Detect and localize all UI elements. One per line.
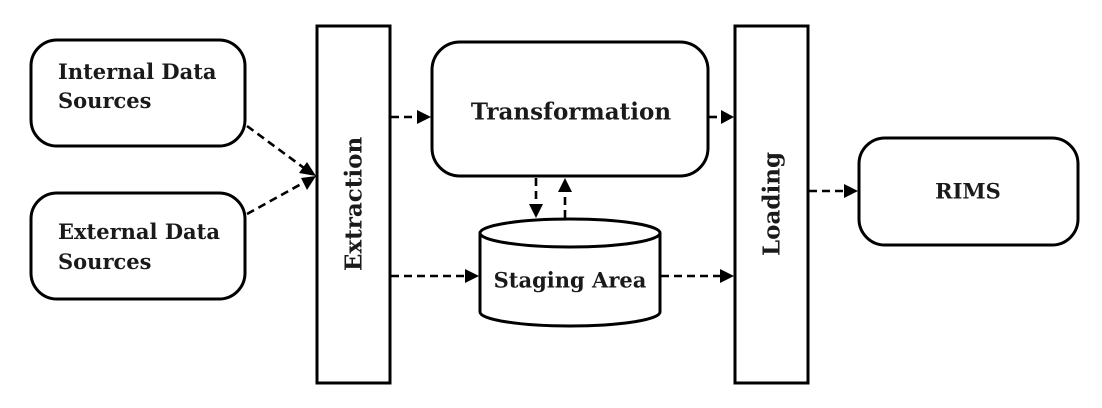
edge-external-to-extraction <box>246 176 316 216</box>
node-staging-area: Staging Area <box>478 217 662 328</box>
edge-loading-to-rims <box>809 184 858 198</box>
rims-label: RIMS <box>935 179 1001 204</box>
external-sources-label-line2: Sources <box>58 249 151 274</box>
transformation-label: Transformation <box>471 99 671 126</box>
arrowhead <box>417 110 431 124</box>
edge-transformation-to-staging <box>529 178 543 218</box>
arrowhead <box>299 162 316 176</box>
node-internal-sources: Internal Data Sources <box>29 38 247 148</box>
extraction-label: Extraction <box>341 137 368 272</box>
arrowhead <box>558 178 572 192</box>
edge-internal-to-extraction <box>246 124 316 176</box>
edge-extraction-to-transformation <box>391 110 431 124</box>
edge-staging-to-loading <box>661 269 734 283</box>
internal-sources-label-line1: Internal Data <box>58 59 217 84</box>
edge-transformation-to-loading <box>709 110 734 124</box>
node-loading: Loading <box>733 24 810 385</box>
node-transformation: Transformation <box>430 40 710 178</box>
external-sources-label-line1: External Data <box>58 219 220 244</box>
node-external-sources: External Data Sources <box>29 191 247 301</box>
node-rims: RIMS <box>857 136 1080 247</box>
edge-staging-to-transformation <box>558 178 572 218</box>
staging-area-label: Staging Area <box>494 268 647 293</box>
arrowhead <box>844 184 858 198</box>
arrowhead <box>301 176 316 190</box>
arrowhead <box>721 110 734 124</box>
arrowhead <box>529 204 543 218</box>
arrowhead <box>720 269 734 283</box>
edge-extraction-to-staging <box>391 269 479 283</box>
arrowhead <box>465 269 479 283</box>
internal-sources-label-line2: Sources <box>58 88 151 113</box>
loading-label: Loading <box>759 152 786 256</box>
node-extraction: Extraction <box>315 24 392 385</box>
edges <box>246 110 858 283</box>
